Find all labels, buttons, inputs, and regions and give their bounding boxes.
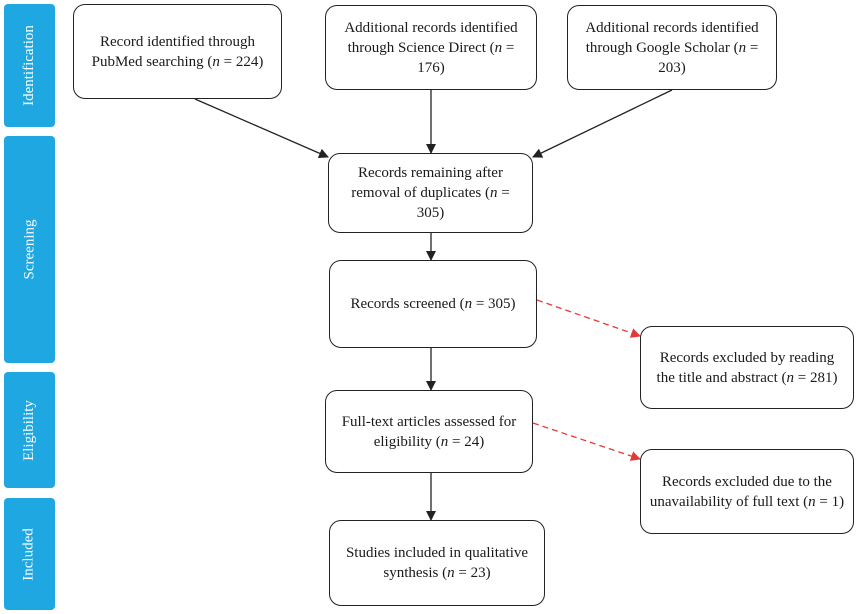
box-excluded-title-text: Records excluded by reading the title an… [656, 349, 835, 386]
n-label: n [738, 39, 747, 56]
box-google-scholar-count: = 203) [658, 39, 759, 76]
box-included-text: Studies included in qualitative synthesi… [345, 545, 529, 581]
box-google-scholar-text: Additional records identified through Go… [585, 19, 759, 56]
box-excluded-full-text: Records excluded due to the unavailabili… [640, 449, 854, 534]
box-after-duplicates-count: = 305) [416, 185, 510, 221]
phase-included: Included [4, 498, 55, 610]
arrow-fulltext-to-excluded [532, 422, 641, 461]
box-excluded-fulltext-text: Records excluded due to the unavailabili… [649, 473, 832, 510]
phase-screening: Screening [4, 136, 55, 363]
box-included-count: = 23) [454, 565, 491, 581]
arrow-googlescholar-to-duplicates [532, 89, 673, 158]
n-label: n [440, 433, 449, 450]
n-label: n [494, 39, 503, 56]
n-label: n [447, 565, 455, 581]
n-label: n [212, 53, 220, 70]
box-screened-text: Records screened ( [350, 296, 465, 312]
n-label: n [786, 369, 794, 386]
n-label: n [489, 185, 498, 201]
box-pubmed-text: Record identified through PubMed searchi… [91, 33, 255, 70]
arrow-pubmed-to-duplicates [194, 98, 329, 158]
box-full-text-assessed: Full-text articles assessed for eligibil… [325, 390, 533, 473]
box-full-text-count: = 24) [448, 433, 485, 450]
box-excluded-title-abstract: Records excluded by reading the title an… [640, 326, 854, 409]
box-excluded-fulltext-count: = 1) [815, 493, 845, 510]
box-google-scholar: Additional records identified through Go… [567, 5, 777, 90]
box-after-duplicates: Records remaining after removal of dupli… [328, 153, 533, 233]
box-screened: Records screened (n = 305) [329, 260, 537, 348]
box-pubmed: Record identified through PubMed searchi… [73, 4, 282, 99]
box-science-direct-count: = 176) [417, 39, 515, 76]
n-label: n [464, 296, 473, 312]
box-screened-count: = 305) [472, 296, 516, 312]
box-studies-included: Studies included in qualitative synthesi… [329, 520, 545, 606]
box-science-direct-text: Additional records identified through Sc… [344, 19, 518, 56]
box-full-text-text: Full-text articles assessed for eligibil… [341, 413, 517, 450]
box-pubmed-count: = 224) [219, 53, 264, 70]
box-after-duplicates-text: Records remaining after removal of dupli… [351, 165, 503, 201]
arrow-screened-to-excluded [536, 299, 641, 338]
box-excluded-title-count: = 281) [793, 369, 838, 386]
phase-identification: Identification [4, 4, 55, 127]
box-science-direct: Additional records identified through Sc… [325, 5, 537, 90]
n-label: n [808, 493, 816, 510]
phase-eligibility: Eligibility [4, 372, 55, 488]
